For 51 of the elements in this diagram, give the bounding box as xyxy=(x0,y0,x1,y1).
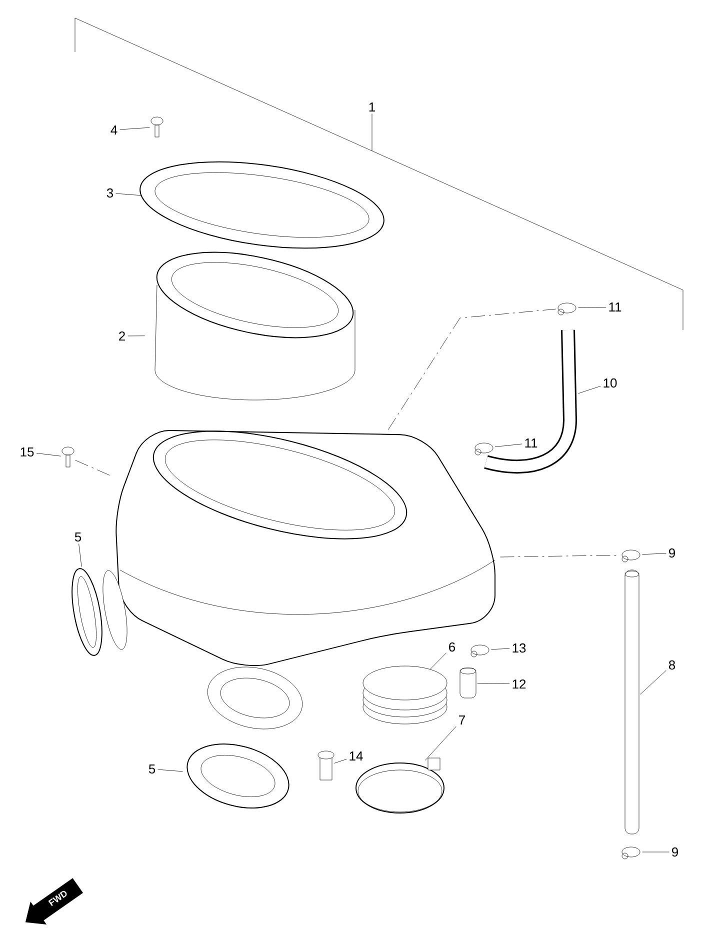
air-cleaner-case-drawing xyxy=(102,430,496,730)
leader-line xyxy=(158,769,183,772)
assembly-line xyxy=(388,308,556,430)
leader-line xyxy=(490,648,510,650)
callout-number: 6 xyxy=(449,642,456,652)
leader-line xyxy=(642,553,666,555)
screw-drawing xyxy=(150,116,164,138)
callout-number: 14 xyxy=(350,752,363,760)
cover-drawing xyxy=(140,161,384,249)
drain-plug-drawing xyxy=(318,750,334,780)
clip-drawing xyxy=(558,302,576,316)
callout-number: 11 xyxy=(609,302,622,312)
clip-drawing xyxy=(474,442,494,456)
callout-number: 5 xyxy=(148,764,156,774)
callout-number: 7 xyxy=(459,716,465,724)
callout-number: 8 xyxy=(668,660,676,670)
leader-line xyxy=(494,444,522,448)
assembly-line xyxy=(75,460,110,476)
leader-line xyxy=(640,670,666,695)
callout-number: 13 xyxy=(512,643,526,653)
callout-number: 15 xyxy=(20,447,34,457)
callout-number: 1 xyxy=(369,102,375,112)
leader-line xyxy=(334,758,347,764)
leader-line xyxy=(578,307,606,308)
clip-drawing xyxy=(470,644,490,658)
callout-number: 2 xyxy=(119,331,125,341)
callout-number: 12 xyxy=(512,679,526,689)
clip-drawing xyxy=(622,550,640,562)
callout-number: 5 xyxy=(74,532,82,542)
seal-drawing xyxy=(72,568,102,656)
leader-line xyxy=(78,544,82,567)
callout-number: 9 xyxy=(672,847,678,857)
leader-line xyxy=(425,726,456,760)
filter-element-drawing xyxy=(154,252,356,400)
leader-line xyxy=(430,652,446,670)
hose-drawing xyxy=(484,330,577,474)
callout-number: 3 xyxy=(106,188,114,198)
leader-line xyxy=(120,127,150,130)
leader-line xyxy=(116,193,142,196)
callout-number: 10 xyxy=(604,378,617,388)
clip-drawing xyxy=(622,846,640,860)
seal-drawing xyxy=(186,744,290,808)
leader-line xyxy=(477,682,510,684)
screw-drawing xyxy=(62,446,74,468)
callout-number: 9 xyxy=(669,548,675,558)
hose-drawing xyxy=(624,570,640,834)
leader-line xyxy=(578,386,601,394)
cap-drawing xyxy=(460,668,476,698)
connector-ring-drawing xyxy=(362,666,448,724)
leader-line xyxy=(36,452,61,456)
callout-number: 4 xyxy=(110,126,118,134)
